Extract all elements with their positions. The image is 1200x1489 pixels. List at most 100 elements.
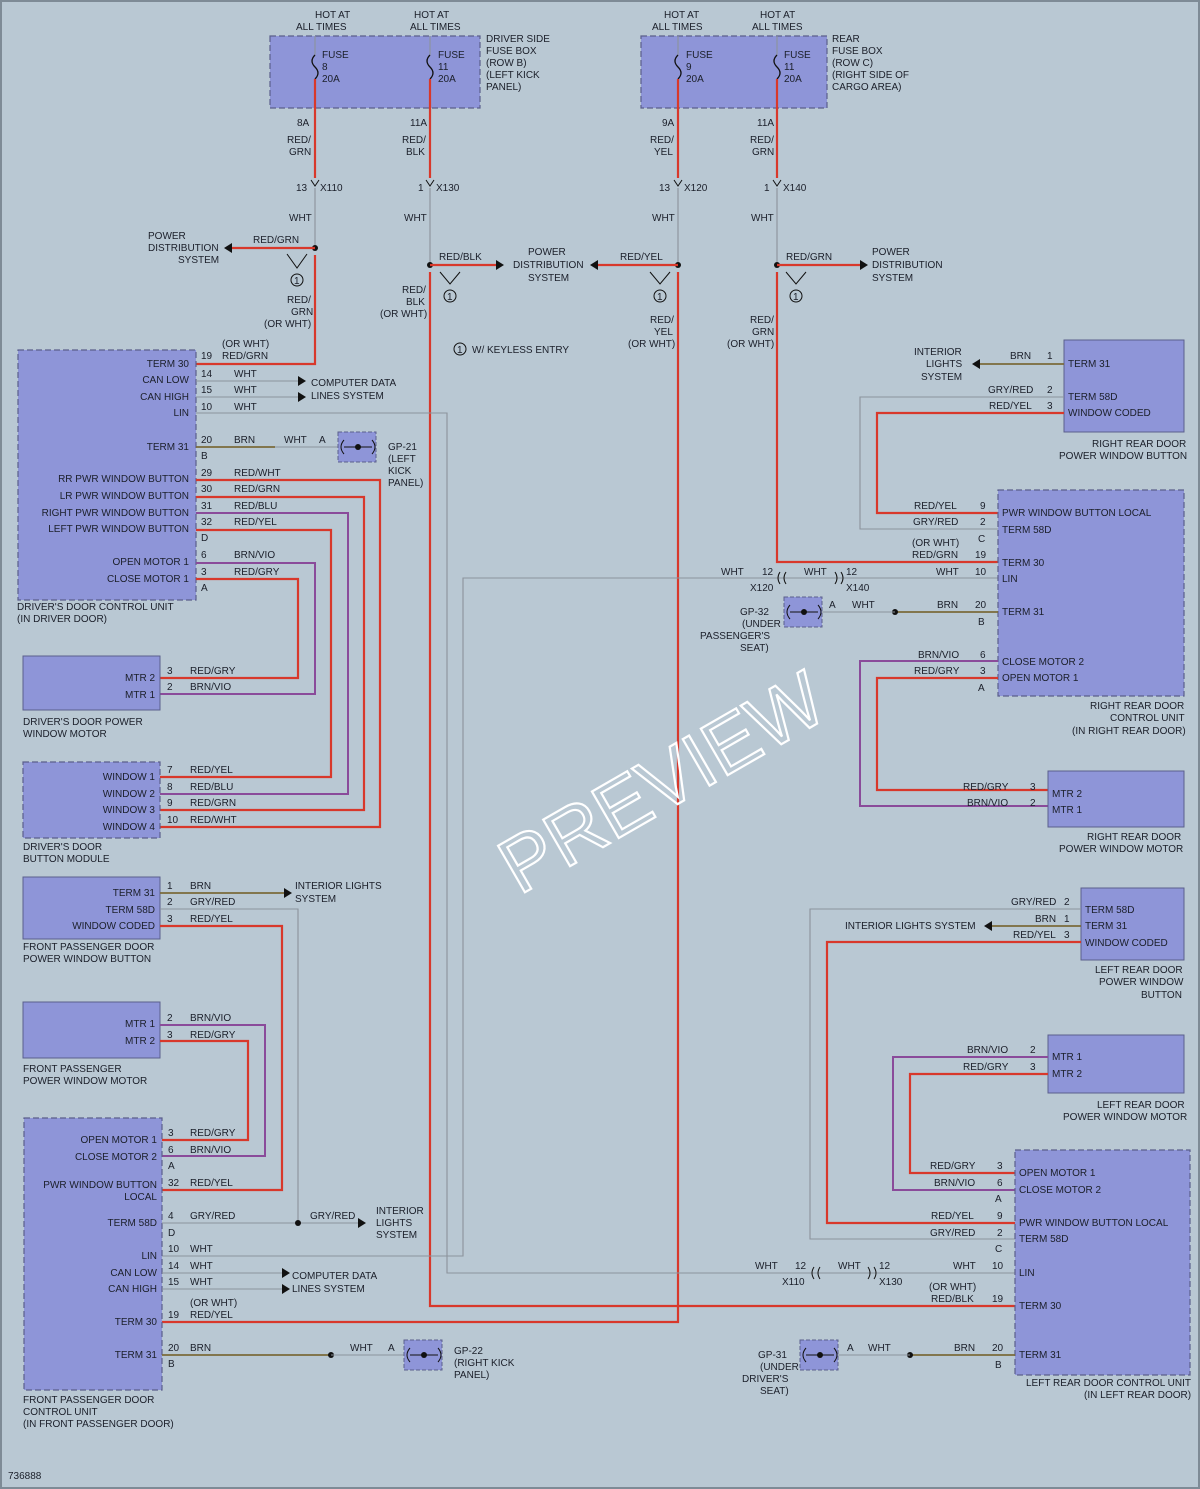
svg-text:CONTROL UNIT: CONTROL UNIT — [23, 1407, 98, 1418]
svg-text:3: 3 — [1030, 1062, 1036, 1073]
svg-text:GRN: GRN — [752, 147, 774, 158]
svg-text:A: A — [168, 1161, 175, 1172]
arrow-left-icon — [972, 359, 980, 369]
svg-text:2: 2 — [997, 1228, 1003, 1239]
svg-text:CLOSE MOTOR 2: CLOSE MOTOR 2 — [1002, 657, 1084, 668]
svg-text:BRN: BRN — [190, 1343, 211, 1354]
svg-text:GRN: GRN — [291, 307, 313, 318]
svg-text:30: 30 — [201, 484, 213, 495]
power-feeds — [162, 255, 1015, 1324]
svg-text:TERM 58D: TERM 58D — [1068, 392, 1117, 403]
svg-text:D: D — [201, 533, 208, 544]
svg-text:WINDOW 2: WINDOW 2 — [103, 789, 156, 800]
svg-text:15: 15 — [168, 1277, 180, 1288]
svg-text:2: 2 — [167, 1013, 173, 1024]
svg-text:RED/GRY: RED/GRY — [190, 1128, 236, 1139]
svg-text:RED/: RED/ — [402, 285, 426, 296]
svg-text:GP-21: GP-21 — [388, 442, 417, 453]
svg-text:RED/GRN: RED/GRN — [253, 235, 299, 246]
svg-text:BRN/VIO: BRN/VIO — [967, 1045, 1008, 1056]
svg-text:WHT: WHT — [190, 1261, 213, 1272]
arrow-right-icon — [282, 1268, 290, 1294]
svg-text:GRN: GRN — [289, 147, 311, 158]
svg-text:(IN LEFT REAR DOOR): (IN LEFT REAR DOOR) — [1084, 1390, 1191, 1401]
svg-text:LINES SYSTEM: LINES SYSTEM — [311, 391, 384, 402]
svg-text:WHT: WHT — [350, 1343, 373, 1354]
svg-text:12: 12 — [795, 1261, 807, 1272]
svg-text:BLK: BLK — [406, 297, 425, 308]
svg-text:POWER WINDOW MOTOR: POWER WINDOW MOTOR — [23, 1076, 147, 1087]
svg-text:2: 2 — [1030, 798, 1036, 809]
svg-text:TERM 31: TERM 31 — [115, 1350, 158, 1361]
svg-text:TERM 58D: TERM 58D — [106, 905, 155, 916]
svg-text:WINDOW CODED: WINDOW CODED — [1068, 408, 1151, 419]
svg-text:COMPUTER DATA: COMPUTER DATA — [311, 378, 397, 389]
svg-text:RED/: RED/ — [650, 315, 674, 326]
svg-text:SYSTEM: SYSTEM — [295, 894, 336, 905]
svg-text:CAN HIGH: CAN HIGH — [140, 392, 189, 403]
svg-text:PANEL): PANEL) — [486, 82, 521, 93]
svg-text:FUSE BOX: FUSE BOX — [486, 46, 537, 57]
svg-text:POWER WINDOW MOTOR: POWER WINDOW MOTOR — [1059, 844, 1183, 855]
svg-text:29: 29 — [201, 468, 213, 479]
svg-text:GRN: GRN — [752, 327, 774, 338]
svg-text:PWR WINDOW BUTTON LOCAL: PWR WINDOW BUTTON LOCAL — [1019, 1218, 1169, 1229]
left-rear-door-control-unit: OPEN MOTOR 1 CLOSE MOTOR 2 PWR WINDOW BU… — [755, 1149, 1191, 1401]
svg-text:RED/BLU: RED/BLU — [234, 501, 277, 512]
front-passenger-door-control-unit: OPEN MOTOR 1 CLOSE MOTOR 2 PWR WINDOW BU… — [23, 1117, 424, 1430]
svg-text:11A: 11A — [410, 118, 427, 129]
svg-text:LEFT REAR DOOR CONTROL UNIT: LEFT REAR DOOR CONTROL UNIT — [1026, 1378, 1191, 1389]
svg-text:1: 1 — [457, 345, 463, 356]
svg-text:WHT: WHT — [404, 213, 427, 224]
svg-text:B: B — [168, 1359, 175, 1370]
svg-text:11: 11 — [784, 62, 795, 73]
svg-text:3: 3 — [1030, 782, 1036, 793]
svg-text:TERM 58D: TERM 58D — [1002, 525, 1051, 536]
svg-text:WHT: WHT — [852, 600, 875, 611]
svg-text:LINES SYSTEM: LINES SYSTEM — [292, 1284, 365, 1295]
svg-text:3: 3 — [167, 1030, 173, 1041]
svg-text:HOT AT: HOT AT — [414, 10, 449, 21]
svg-text:RED/WHT: RED/WHT — [190, 815, 237, 826]
svg-text:(IN DRIVER DOOR): (IN DRIVER DOOR) — [17, 614, 107, 625]
svg-text:ALL TIMES: ALL TIMES — [752, 22, 803, 33]
svg-text:RED/GRY: RED/GRY — [963, 1062, 1009, 1073]
svg-text:PWR WINDOW BUTTON: PWR WINDOW BUTTON — [43, 1180, 157, 1191]
svg-text:TERM 30: TERM 30 — [147, 359, 190, 370]
ground-gp21: GP-21 (LEFT KICK PANEL) — [337, 431, 423, 489]
svg-text:LOCAL: LOCAL — [124, 1192, 157, 1203]
svg-text:C: C — [978, 534, 985, 545]
svg-text:RIGHT REAR DOOR: RIGHT REAR DOOR — [1090, 701, 1184, 712]
svg-text:FUSE: FUSE — [438, 50, 465, 61]
arrow-right-icon — [284, 888, 292, 898]
svg-text:RED/GRN: RED/GRN — [234, 484, 280, 495]
svg-text:TERM 31: TERM 31 — [1019, 1350, 1062, 1361]
svg-text:BRN/VIO: BRN/VIO — [918, 650, 959, 661]
svg-text:RED/GRY: RED/GRY — [930, 1161, 976, 1172]
fuse-9-icon — [674, 54, 682, 80]
svg-text:2: 2 — [1064, 897, 1070, 908]
svg-text:OPEN MOTOR 1: OPEN MOTOR 1 — [1002, 673, 1079, 684]
svg-text:6: 6 — [168, 1145, 174, 1156]
svg-text:W/ KEYLESS ENTRY: W/ KEYLESS ENTRY — [472, 345, 569, 356]
svg-text:WINDOW 4: WINDOW 4 — [103, 822, 156, 833]
svg-text:2: 2 — [1030, 1045, 1036, 1056]
svg-text:RED/: RED/ — [402, 135, 426, 146]
svg-text:19: 19 — [975, 550, 987, 561]
svg-text:19: 19 — [201, 351, 213, 362]
svg-text:MTR 2: MTR 2 — [125, 1036, 155, 1047]
svg-text:ALL TIMES: ALL TIMES — [652, 22, 703, 33]
splice-area: RED/GRN POWER DISTRIBUTION SYSTEM RED/BL… — [148, 231, 943, 356]
svg-text:8A: 8A — [297, 118, 310, 129]
svg-text:GRY/RED: GRY/RED — [190, 1211, 235, 1222]
svg-text:RED/YEL: RED/YEL — [190, 1310, 233, 1321]
svg-text:LEFT PWR WINDOW BUTTON: LEFT PWR WINDOW BUTTON — [48, 524, 189, 535]
svg-text:GRY/RED: GRY/RED — [310, 1211, 355, 1222]
svg-text:RR PWR WINDOW BUTTON: RR PWR WINDOW BUTTON — [58, 474, 189, 485]
svg-text:RED/GRY: RED/GRY — [914, 666, 960, 677]
svg-text:MTR 1: MTR 1 — [1052, 1052, 1082, 1063]
arrow-right-icon — [358, 1218, 366, 1228]
